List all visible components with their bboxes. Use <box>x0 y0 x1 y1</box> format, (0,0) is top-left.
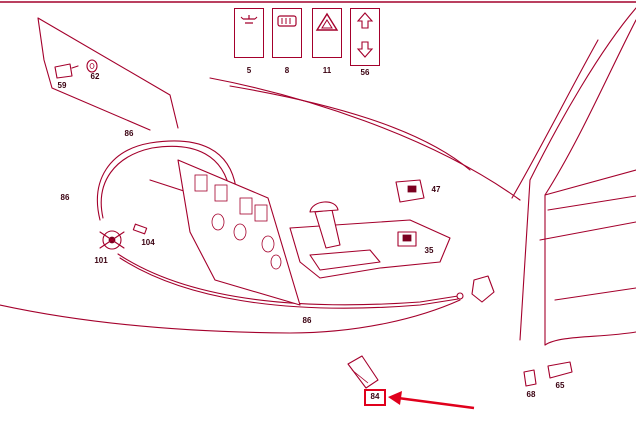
shifter-gate <box>309 249 381 271</box>
lamp-icon <box>240 15 258 24</box>
callout-56: 56 <box>360 68 370 77</box>
console-hole-1 <box>211 213 225 231</box>
highlight-box-84 <box>364 389 386 406</box>
callout-8: 8 <box>284 66 290 75</box>
dashboard-lower-curve <box>229 85 471 171</box>
center-console-plate <box>177 159 301 306</box>
callout-101: 101 <box>94 256 108 265</box>
cable-end-86 <box>456 292 464 300</box>
console-hole-2 <box>233 223 247 241</box>
callout-68: 68 <box>526 390 536 399</box>
switch-56 <box>350 8 380 66</box>
hazard-triangle-icon <box>315 12 339 31</box>
cable-86-upper <box>96 140 237 221</box>
cable-86-upper-2 <box>100 145 231 219</box>
callout-84: 84 <box>370 392 380 401</box>
part-101-arms <box>99 231 125 249</box>
part-59-pin <box>71 65 79 69</box>
part-62-ring <box>86 59 98 73</box>
callout-86-bottom: 86 <box>302 316 312 325</box>
door-frame <box>511 39 636 211</box>
console-slot-4 <box>254 204 268 222</box>
up-down-arrows-icon <box>356 12 374 58</box>
cable-bracket <box>471 275 495 303</box>
callout-86-left: 86 <box>60 193 70 202</box>
rear-defroster-icon <box>277 15 297 27</box>
part-104 <box>132 223 148 235</box>
shifter-knob <box>309 201 339 213</box>
callout-47: 47 <box>431 185 441 194</box>
part-59 <box>54 63 73 79</box>
switch-11 <box>312 8 342 58</box>
callout-104: 104 <box>141 238 155 247</box>
console-slot-3 <box>239 197 253 215</box>
a-pillar <box>519 7 636 346</box>
callout-5: 5 <box>246 66 252 75</box>
part-62-hole <box>89 63 95 69</box>
console-slot-2 <box>214 184 228 202</box>
part-35-switch-inner <box>402 234 412 242</box>
part-65 <box>547 361 573 379</box>
door-lower <box>539 221 636 346</box>
console-hole-3 <box>261 235 275 253</box>
dashboard-outline <box>209 77 521 201</box>
callout-86-top: 86 <box>124 129 134 138</box>
switch-5 <box>234 8 264 58</box>
part-84-detail <box>351 369 369 384</box>
highlight-arrow-head <box>388 391 402 405</box>
callout-59: 59 <box>57 81 67 90</box>
part-68 <box>523 369 537 387</box>
part-47-detail <box>407 185 417 193</box>
door-panel-outline <box>37 17 179 131</box>
callout-62: 62 <box>90 72 100 81</box>
cable-86-lower-2 <box>119 257 459 309</box>
highlight-arrow-line <box>397 396 475 410</box>
callout-35: 35 <box>424 246 434 255</box>
console-base-curve <box>0 299 461 334</box>
part-84 <box>347 355 379 389</box>
callout-65: 65 <box>555 381 565 390</box>
console-hole-4 <box>270 254 282 270</box>
callout-11: 11 <box>322 66 332 75</box>
switch-8 <box>272 8 302 58</box>
console-slot-1 <box>194 174 208 192</box>
cable-86-lower <box>117 253 459 306</box>
